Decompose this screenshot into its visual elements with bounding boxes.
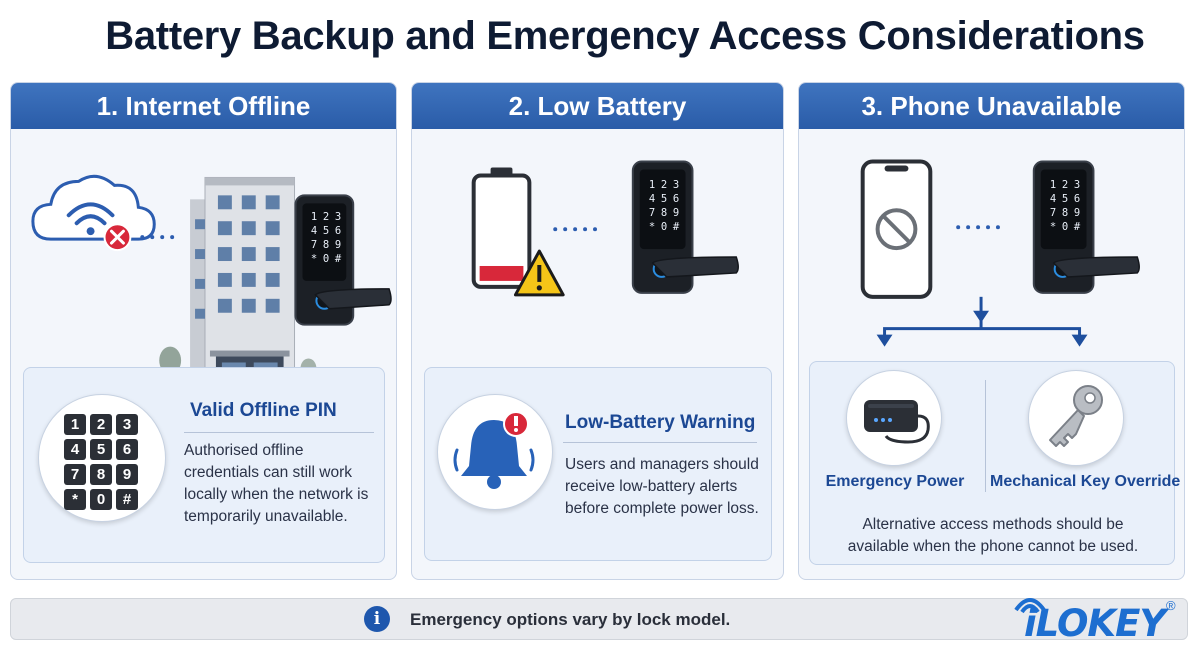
divider — [563, 442, 757, 443]
keypad-key: 3 — [116, 414, 138, 435]
lock-key: 0 — [660, 221, 668, 233]
blocked-icon — [875, 208, 918, 251]
building-icon — [190, 176, 296, 395]
lock-key: 8 — [322, 239, 330, 251]
lock-key: 5 — [1061, 193, 1069, 205]
keypad-key: * — [64, 489, 86, 510]
lock-key: 0 — [322, 253, 330, 265]
lock-key: * — [1049, 221, 1057, 233]
smart-lock-icon — [294, 194, 392, 326]
brand-logo: iLOKEY ® — [1008, 584, 1188, 646]
dotted-connector — [956, 225, 1000, 230]
panel-header: 2. Low Battery — [412, 83, 783, 129]
panel-internet-offline: 1. Internet Offline — [10, 82, 397, 580]
dotted-connector — [140, 235, 175, 240]
lock-key: 8 — [660, 207, 668, 219]
divider — [184, 432, 374, 433]
lock-key: 9 — [334, 239, 342, 251]
info-icon: i — [364, 606, 390, 632]
lock-key: 8 — [1061, 207, 1069, 219]
lock-key: 9 — [1073, 207, 1081, 219]
lock-key: # — [334, 253, 342, 265]
panel-header: 3. Phone Unavailable — [799, 83, 1184, 129]
battery-icon — [471, 167, 532, 289]
mechanical-key-label: Mechanical Key Override — [990, 473, 1181, 490]
lock-key: 7 — [1049, 207, 1057, 219]
lock-key: 6 — [334, 225, 342, 237]
lock-key: 3 — [1073, 179, 1081, 191]
lock-key: 3 — [672, 179, 680, 191]
power-bank-icon — [864, 400, 930, 444]
phone-unavailable-illustration — [860, 159, 1140, 347]
page-title: Battery Backup and Emergency Access Cons… — [105, 14, 1145, 58]
keypad-key: 2 — [90, 414, 112, 435]
signal-arcs-icon — [1014, 598, 1046, 614]
low-battery-illustration — [471, 160, 739, 297]
box-title: Valid Offline PIN — [190, 400, 337, 421]
lock-key: 1 — [1049, 179, 1057, 191]
keypad-key: 9 — [116, 464, 138, 485]
keypad-key: 1 — [64, 414, 86, 435]
lock-key: 4 — [310, 225, 318, 237]
lock-key: 0 — [1061, 221, 1069, 233]
keypad-icon: 1 2 3 4 5 6 7 8 9 * 0 # — [64, 414, 138, 510]
footer-text: Emergency options vary by lock model. — [410, 610, 731, 629]
emergency-power-label: Emergency Power — [825, 473, 965, 490]
lock-key: 2 — [1061, 179, 1069, 191]
lock-key: 6 — [1073, 193, 1081, 205]
lock-key: 1 — [310, 211, 318, 223]
lock-key: 2 — [322, 211, 330, 223]
cloud-wifi-icon — [31, 174, 156, 241]
lock-key: # — [672, 221, 680, 233]
low-battery-warning-box: Low-Battery Warning Users and managers s… — [424, 367, 772, 561]
keypad-key: 4 — [64, 439, 86, 460]
lock-key: 1 — [648, 179, 656, 191]
lock-key: 9 — [672, 207, 680, 219]
offline-pin-box: 1 2 3 4 5 6 7 8 9 * 0 # Valid Offline PI… — [23, 367, 385, 563]
box-title: Low-Battery Warning — [565, 412, 756, 433]
arrow-head — [1071, 334, 1088, 347]
registered-mark: ® — [1166, 598, 1176, 613]
lock-key: 6 — [672, 193, 680, 205]
box-text: Authorised offline credentials can still… — [184, 442, 369, 525]
mechanical-key-icon — [1049, 385, 1103, 447]
keypad-key: 7 — [64, 464, 86, 485]
lock-key: * — [648, 221, 656, 233]
arrow-head — [973, 310, 990, 323]
lock-key: 5 — [322, 225, 330, 237]
lock-key: 5 — [660, 193, 668, 205]
footer-note: i Emergency options vary by lock model. — [10, 598, 1188, 640]
vertical-divider — [985, 380, 986, 492]
keypad-key: 6 — [116, 439, 138, 460]
box-text: Alternative access methods should be ava… — [847, 516, 1139, 555]
smart-lock-icon — [631, 160, 739, 294]
lock-key: 7 — [648, 207, 656, 219]
smart-lock-icon — [1032, 160, 1140, 294]
lock-key: 7 — [310, 239, 318, 251]
keypad-key: 5 — [90, 439, 112, 460]
arrow-head — [876, 334, 893, 347]
error-x-icon — [103, 223, 132, 252]
logo-text: iLOKEY — [1024, 602, 1166, 645]
keypad-key: # — [116, 489, 138, 510]
lock-key: # — [1073, 221, 1081, 233]
dotted-connector — [553, 227, 598, 232]
lock-key: 2 — [660, 179, 668, 191]
alternative-access-box: Emergency Power Mechanical Key Override … — [809, 361, 1181, 565]
lock-key: 3 — [334, 211, 342, 223]
box-text: Users and managers should receive low-ba… — [565, 456, 759, 517]
lock-key: 4 — [1049, 193, 1057, 205]
bell-icon — [453, 411, 535, 489]
keypad-key: 0 — [90, 489, 112, 510]
keypad-key: 8 — [90, 464, 112, 485]
lock-key: 4 — [648, 193, 656, 205]
warning-icon — [513, 249, 565, 297]
panel-header: 1. Internet Offline — [11, 83, 396, 129]
lock-key: * — [310, 253, 318, 265]
